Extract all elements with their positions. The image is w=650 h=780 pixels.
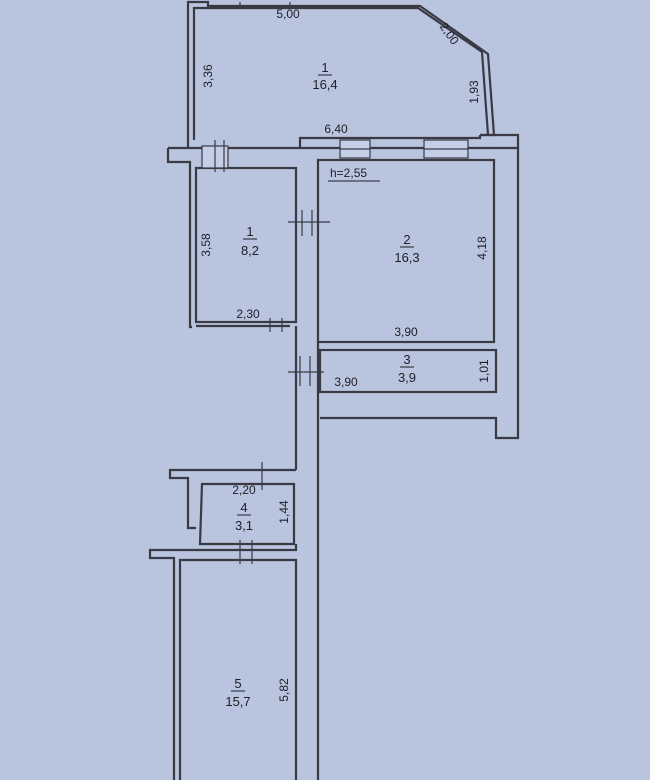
room-3-labels: 3 3,9 3,90 1,01 [334, 352, 491, 389]
room-2-dim-bottom: 3,90 [394, 325, 418, 339]
room-4-number: 4 [240, 500, 247, 515]
room-5-area: 15,7 [225, 694, 250, 709]
room-3-dim-left: 3,90 [334, 375, 358, 389]
room-top-dim-right: 1,93 [467, 80, 481, 104]
room-1-labels: 1 8,2 3,58 2,30 [199, 224, 260, 321]
doors [239, 210, 330, 564]
room-4-dim-top: 2,20 [232, 483, 256, 497]
room-4-dim-right: 1,44 [277, 500, 291, 524]
room-top-area: 16,4 [312, 77, 337, 92]
room-2-area: 16,3 [394, 250, 419, 265]
room-top-labels: 5,00 2,00 3,36 1,93 6,40 1 16,4 [201, 7, 481, 136]
windows [201, 2, 469, 172]
room-2-height: h=2,55 [330, 166, 367, 180]
room-3-area: 3,9 [398, 370, 416, 385]
room-2-number: 2 [403, 232, 410, 247]
room-top-dim-left: 3,36 [201, 64, 215, 88]
room-1-number: 1 [246, 224, 253, 239]
room-2-dim-right: 4,18 [475, 236, 489, 260]
room-1-dim-left: 3,58 [199, 233, 213, 257]
room-3-number: 3 [403, 352, 410, 367]
room-1-dim-bottom: 2,30 [236, 307, 260, 321]
room-top-dim-bottom: 6,40 [324, 122, 348, 136]
outer-walls [148, 0, 520, 780]
room-4-area: 3,1 [235, 518, 253, 533]
room-1-area: 8,2 [241, 243, 259, 258]
room-top-dim-top: 5,00 [276, 7, 300, 21]
room-4-labels: 2,20 4 3,1 1,44 [232, 483, 291, 533]
room-5-labels: 5 15,7 5,82 [225, 676, 291, 709]
room-3-dim-right: 1,01 [477, 359, 491, 383]
room-top-number: 1 [321, 60, 328, 75]
room-2-labels: h=2,55 2 16,3 4,18 3,90 [328, 166, 489, 339]
room-5-dim-right: 5,82 [277, 678, 291, 702]
room-5-number: 5 [234, 676, 241, 691]
